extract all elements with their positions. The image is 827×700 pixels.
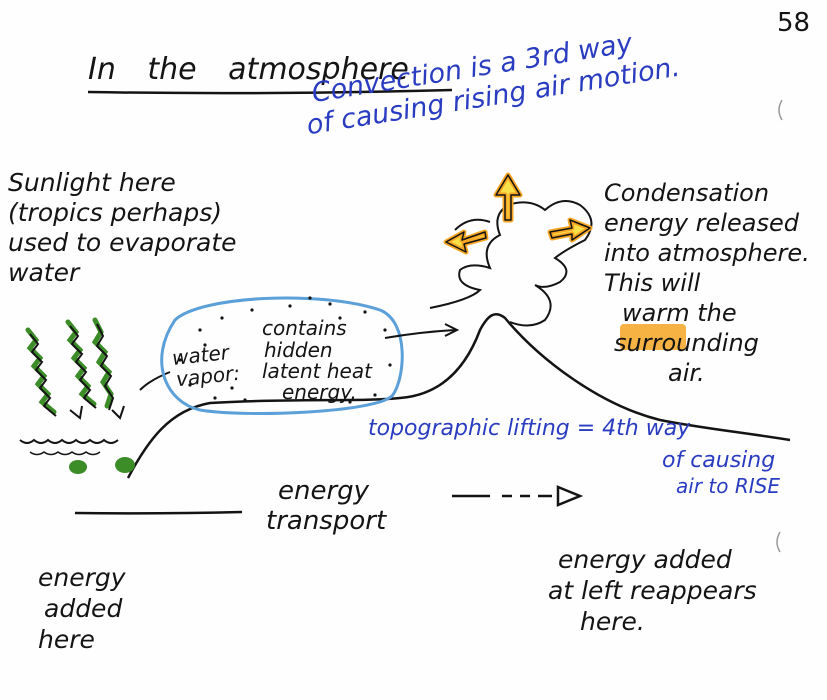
mountain-profile (126, 313, 791, 479)
page-number: 58 (777, 8, 811, 38)
lifting-line-1: topographic lifting = 4th way (368, 416, 691, 441)
energy-reappears-line-1: energy added (558, 545, 732, 574)
condensation-line-3: into atmosphere. (604, 239, 810, 267)
heat-arrow (547, 217, 593, 243)
energy-added-note: energy added here (38, 562, 126, 655)
bubble-energy: energy. (282, 380, 357, 404)
condensation-line-4: This will (604, 269, 701, 297)
heat-arrow (443, 229, 489, 255)
transport-line-left (74, 510, 243, 515)
evaporation-arrow (139, 371, 171, 391)
energy-added-line-2: added (44, 594, 123, 623)
energy-added-line-3: here (38, 625, 95, 654)
sunlight-line-3: used to evaporate (8, 228, 237, 257)
bubble-contains: contains (262, 316, 347, 340)
cloud (429, 200, 593, 327)
condensation-the: the (697, 299, 737, 327)
lifting-line-3: air to RISE (676, 474, 780, 498)
bubble-latent-heat: latent heat (262, 359, 372, 383)
energy-added-line-1: energy (38, 563, 126, 592)
sunlight-line-1: Sunlight here (8, 168, 176, 197)
condensation-note: Condensation energy released into atmosp… (604, 178, 810, 388)
energy-reappears-note: energy added at left reappears here. (548, 544, 757, 637)
condensation-line-7: air. (668, 359, 705, 387)
bubble-hidden: hidden (264, 338, 333, 362)
sunlight-line-2: (tropics perhaps) (8, 198, 223, 227)
title-underline (87, 88, 453, 95)
warm-highlight (620, 324, 686, 350)
condensation-line-5: warm the (622, 298, 810, 328)
vapor-bubble (160, 296, 404, 415)
lifting-line-2: of causing (662, 448, 776, 473)
sunlight-note: Sunlight here (tropics perhaps) used to … (8, 168, 237, 288)
transport-line-2: transport (266, 506, 387, 536)
transport-line-1: energy (278, 476, 370, 506)
sunlight-line-4: water (8, 258, 80, 287)
rising-air-arrow (384, 329, 456, 339)
energy-reappears-line-3: here. (580, 607, 645, 636)
water-surface (19, 438, 119, 444)
sunlight-arrow (25, 317, 114, 415)
water-dot (69, 460, 87, 474)
energy-reappears-line-2: at left reappears (548, 576, 757, 605)
vapor-dots (178, 296, 392, 404)
warm-word: warm (622, 299, 690, 327)
condensation-line-6: surrounding (614, 329, 759, 357)
condensation-line-2: energy released (604, 209, 799, 237)
condensation-line-1: Condensation (604, 179, 770, 207)
bubble-vapor: vapor: (174, 360, 242, 392)
water-dot (115, 457, 135, 473)
heat-arrow (493, 172, 523, 223)
page-title: In the atmosphere (88, 52, 409, 87)
